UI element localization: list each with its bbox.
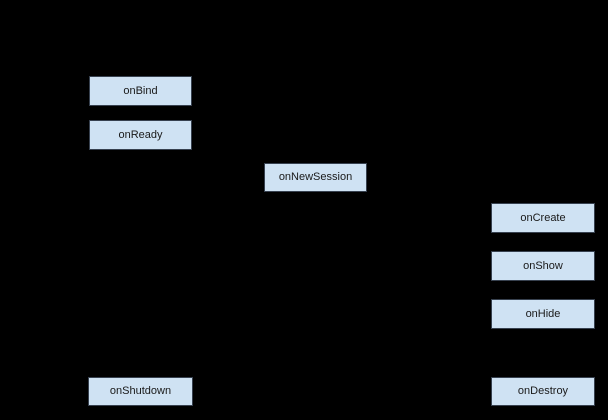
node-label: onNewSession: [278, 171, 353, 183]
node-onhide: onHide: [491, 299, 595, 329]
node-onshow: onShow: [491, 251, 595, 281]
node-label: onShow: [523, 259, 563, 272]
node-label: onShutdown: [109, 385, 172, 397]
node-label: onBind: [123, 84, 158, 97]
node-onbind: onBind: [89, 76, 192, 106]
node-onshutdown: onShutdown: [88, 377, 193, 406]
node-onready: onReady: [89, 120, 192, 150]
node-label: onCreate: [520, 211, 566, 224]
node-ondestroy: onDestroy: [491, 377, 595, 406]
node-oncreate: onCreate: [491, 203, 595, 233]
node-label: onHide: [525, 307, 561, 320]
node-label: onDestroy: [517, 385, 569, 397]
node-label: onReady: [118, 128, 163, 141]
node-onnewsession: onNewSession: [264, 163, 367, 192]
